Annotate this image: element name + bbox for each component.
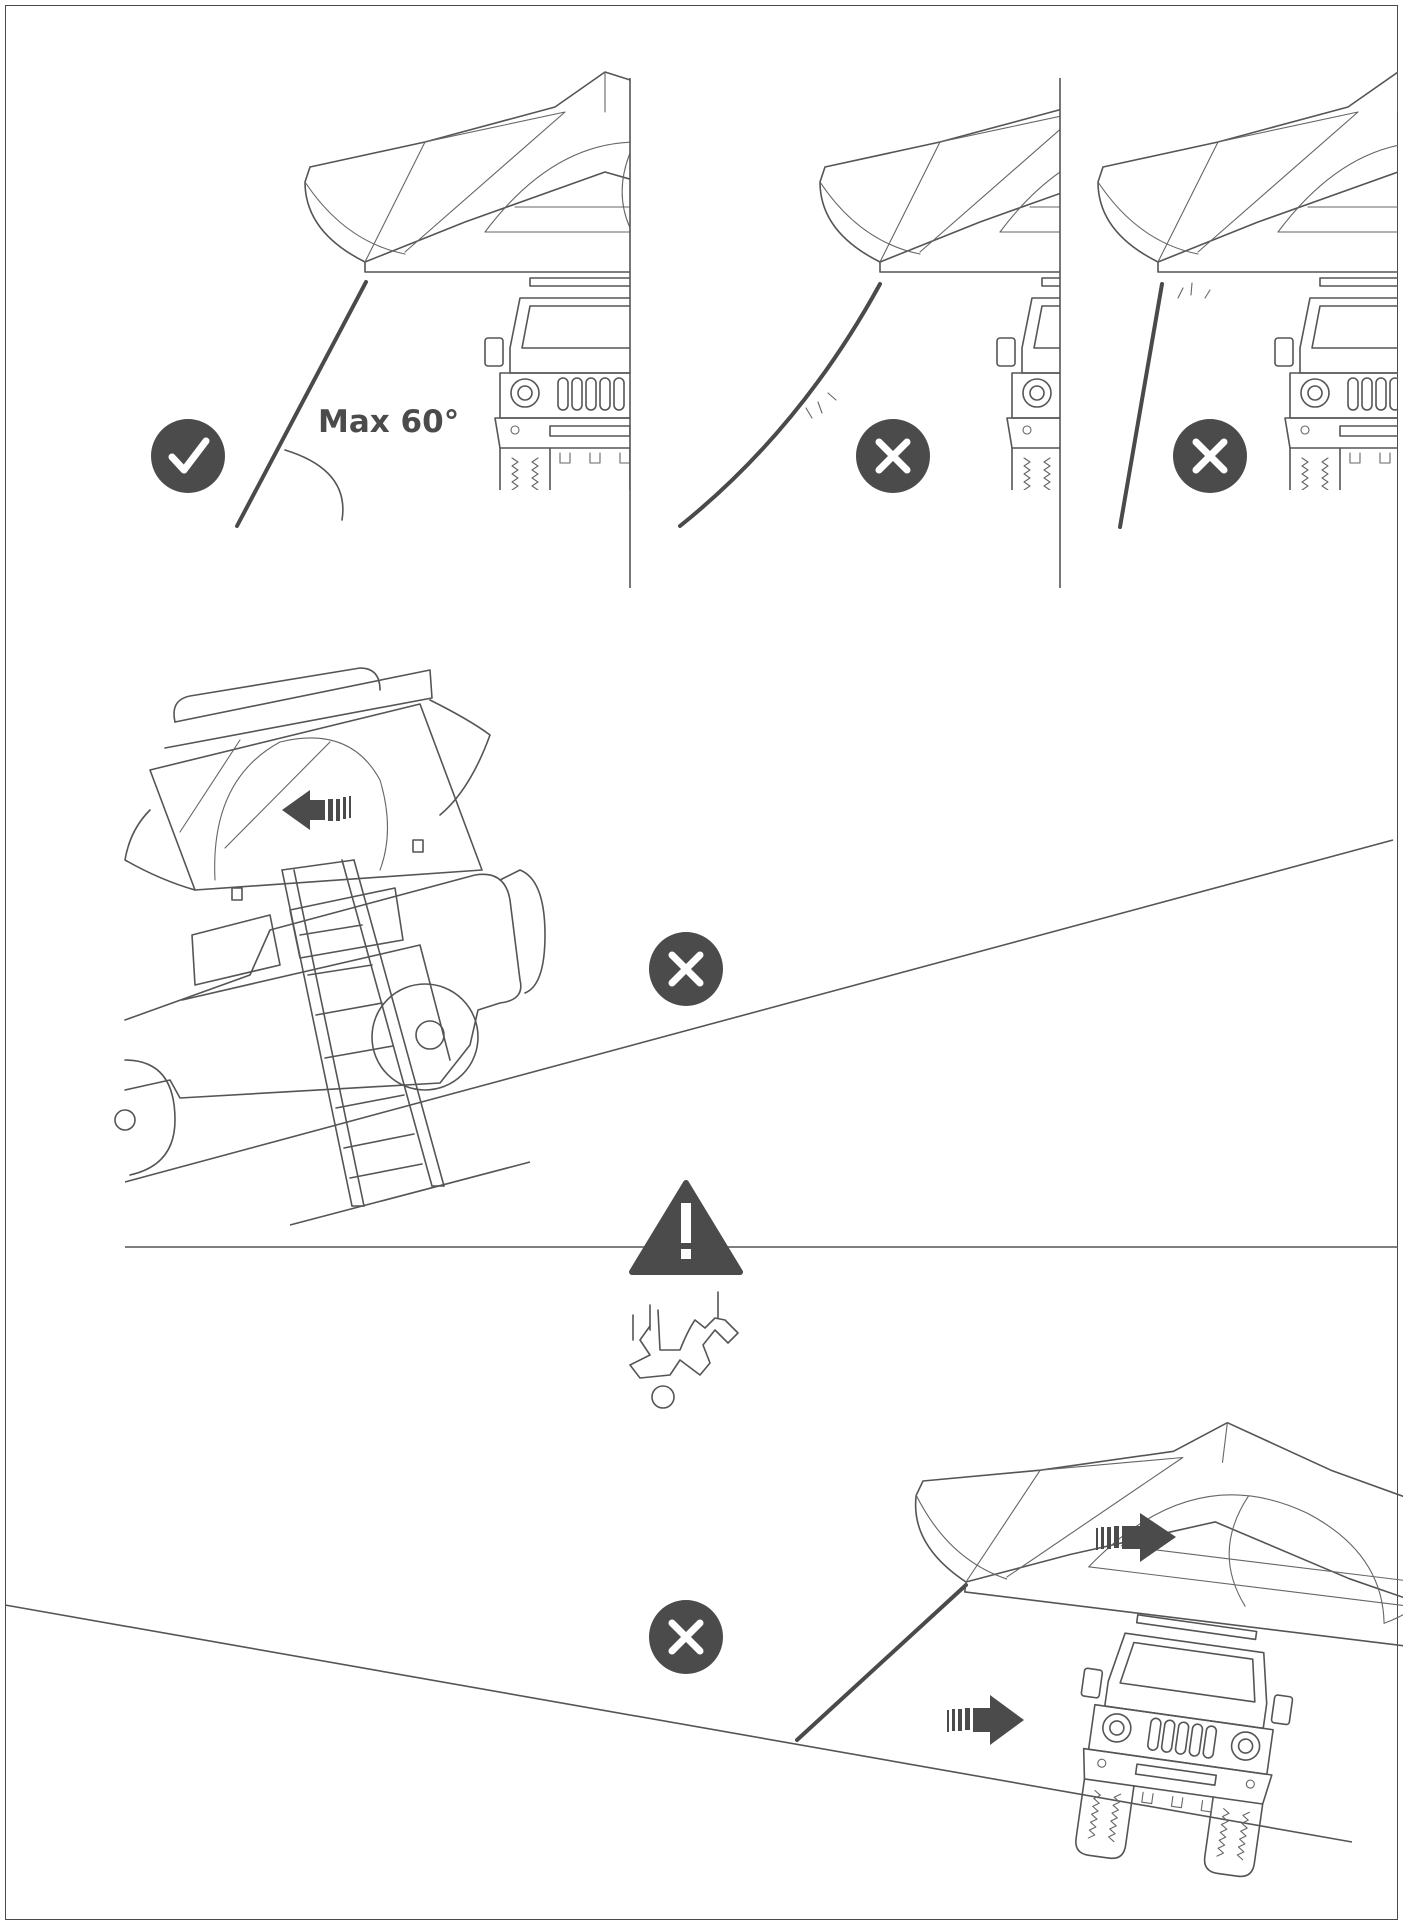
panel-parked-on-slope-sideways bbox=[5, 1386, 1403, 1880]
warning-triangle-icon bbox=[632, 1183, 740, 1272]
falling-person-icon bbox=[630, 1292, 738, 1408]
ladder bbox=[1120, 284, 1162, 527]
cross-circle-icon bbox=[649, 1600, 723, 1674]
panel-ladder-angle-too-shallow bbox=[657, 72, 1403, 531]
slope-line bbox=[125, 840, 1393, 1182]
stress-marks bbox=[806, 393, 836, 418]
rooftop-tent-tilted bbox=[125, 668, 490, 900]
arrow-right-icon bbox=[947, 1695, 1024, 1745]
stress-marks bbox=[1178, 283, 1210, 298]
vehicle-tilted bbox=[115, 870, 545, 1175]
slope-line-front bbox=[290, 1162, 530, 1225]
ladder-bending bbox=[680, 284, 880, 526]
panel-ladder-angle-too-steep bbox=[1083, 72, 1403, 531]
panel-parked-on-slope-lengthwise bbox=[115, 668, 1393, 1225]
check-circle-icon bbox=[151, 419, 225, 493]
arrow-left-icon bbox=[282, 790, 351, 830]
ladder-tilted bbox=[282, 860, 444, 1206]
cross-circle-icon bbox=[856, 419, 930, 493]
max-angle-label: Max 60° bbox=[318, 404, 459, 440]
cross-circle-icon bbox=[649, 932, 723, 1006]
angle-arc bbox=[285, 450, 343, 520]
ladder bbox=[797, 1585, 966, 1740]
cross-circle-icon bbox=[1173, 419, 1247, 493]
panel-ladder-angle-correct: Max 60° bbox=[150, 72, 925, 531]
arrow-right-icon bbox=[1096, 1513, 1176, 1562]
